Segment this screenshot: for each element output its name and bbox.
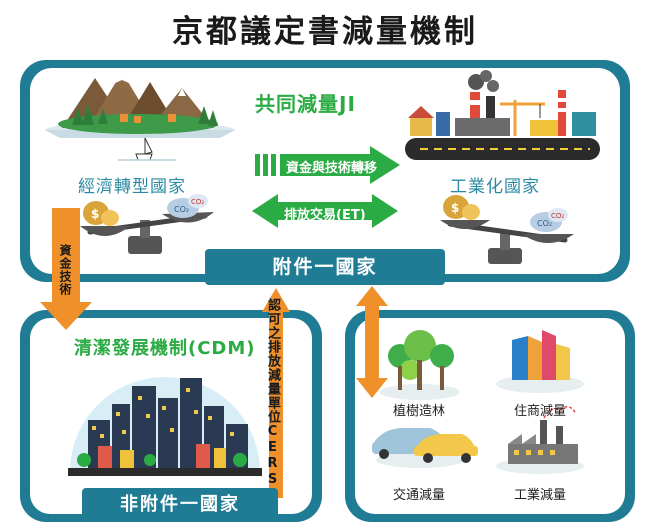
annex-one-banner: 附件一國家 <box>205 249 445 285</box>
funding-arrow <box>255 146 400 184</box>
svg-text:CO₂: CO₂ <box>537 219 552 228</box>
annex-sectors-arrow <box>356 286 388 398</box>
city-illustration <box>68 377 262 476</box>
factory-icon <box>496 406 584 474</box>
left-balance-scale: $ CO₂ CO₂ <box>80 194 214 254</box>
funding-arrow-label: 資金與技術轉移 <box>286 161 378 176</box>
buildings-icon <box>496 330 584 393</box>
cer-up-arrow <box>262 288 290 498</box>
car-icon <box>372 428 478 468</box>
technology-funding-label: 資金技術 <box>58 244 72 296</box>
svg-text:CO₂: CO₂ <box>191 198 204 206</box>
transition-country-label: 經濟轉型國家 <box>78 177 186 197</box>
right-balance-scale: $ CO₂ CO₂ <box>440 195 574 264</box>
industrialized-country-label: 工業化國家 <box>450 177 540 197</box>
sector-label-residential: 住商減量 <box>513 404 566 419</box>
ji-mechanism-label: 共同減量JI <box>255 92 356 116</box>
trading-arrow <box>252 194 398 228</box>
svg-text:$: $ <box>91 207 99 221</box>
sector-label-industry: 工業減量 <box>513 488 566 503</box>
technology-down-arrow <box>40 208 92 330</box>
svg-text:$: $ <box>451 201 459 215</box>
non-annex-one-banner: 非附件一國家 <box>82 488 278 522</box>
sector-label-transport: 交通減量 <box>392 488 445 503</box>
industrial-island-illustration <box>405 70 600 160</box>
svg-text:CO₂: CO₂ <box>551 212 564 220</box>
page-title: 京都議定書減量機制 <box>172 14 478 50</box>
trading-arrow-label: 排放交易(ET) <box>284 208 366 223</box>
sector-label-forestation: 植樹造林 <box>392 404 445 419</box>
island-illustration <box>45 72 235 161</box>
forest-icon <box>380 330 460 400</box>
cers-label: 認可之排放減量單位CERS <box>265 298 280 488</box>
cdm-title: 清潔發展機制(CDM) <box>74 338 256 359</box>
svg-text:CO₂: CO₂ <box>174 205 189 214</box>
